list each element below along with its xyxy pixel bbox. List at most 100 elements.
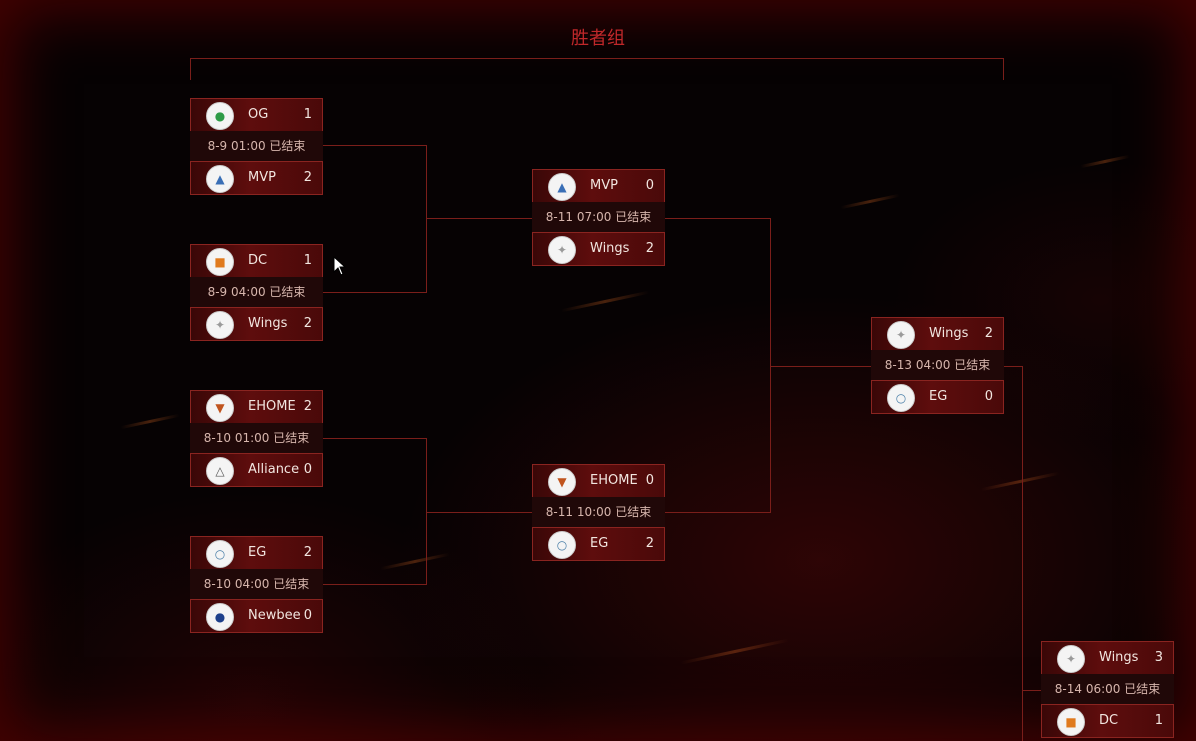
match-card[interactable]: ▲ MVP 0 8-11 07:00 已结束 ✦ Wings 2 (532, 169, 665, 266)
team-name: Newbee (248, 608, 301, 623)
team-name: Wings (590, 241, 630, 256)
team-score: 0 (645, 473, 654, 488)
team-name: Alliance (248, 462, 300, 477)
eg-logo-icon: ○ (548, 531, 576, 559)
connector-line (770, 218, 771, 513)
team-row[interactable]: ▼ EHOME 0 (532, 464, 665, 498)
match-card[interactable]: ▼ EHOME 0 8-11 10:00 已结束 ○ EG 2 (532, 464, 665, 561)
match-card[interactable]: ▼ EHOME 2 8-10 01:00 已结束 △ Alliance 0 (190, 390, 323, 487)
team-score: 0 (303, 462, 312, 477)
eg-logo-icon: ○ (887, 384, 915, 412)
match-status: 8-13 04:00 已结束 (871, 350, 1004, 380)
connector-line (323, 292, 427, 293)
team-row[interactable]: ○ EG 0 (871, 380, 1004, 414)
eg-logo-icon: ○ (206, 540, 234, 568)
team-row[interactable]: ✦ Wings 2 (532, 232, 665, 266)
team-score: 2 (303, 170, 312, 185)
match-status: 8-10 04:00 已结束 (190, 569, 323, 599)
team-row[interactable]: ■ DC 1 (1041, 704, 1174, 738)
team-name: MVP (590, 178, 618, 193)
team-row[interactable]: ▲ MVP 2 (190, 161, 323, 195)
match-card[interactable]: ■ DC 1 8-9 04:00 已结束 ✦ Wings 2 (190, 244, 323, 341)
connector-line (665, 512, 771, 513)
team-name: EG (929, 389, 948, 404)
team-name: OG (248, 107, 269, 122)
team-row[interactable]: ▲ MVP 0 (532, 169, 665, 203)
dc-logo-icon: ■ (206, 248, 234, 276)
team-row[interactable]: ✦ Wings 3 (1041, 641, 1174, 675)
match-status: 8-10 01:00 已结束 (190, 423, 323, 453)
team-name: MVP (248, 170, 276, 185)
team-name: Wings (929, 326, 969, 341)
dc-logo-icon: ■ (1057, 708, 1085, 736)
team-name: DC (1099, 713, 1119, 728)
team-score: 2 (303, 316, 312, 331)
team-score: 0 (645, 178, 654, 193)
connector-line (770, 366, 872, 367)
team-score: 2 (303, 545, 312, 560)
team-score: 1 (303, 107, 312, 122)
wings-logo-icon: ✦ (1057, 645, 1085, 673)
bracket-title: 胜者组 (571, 28, 625, 49)
match-card[interactable]: ○ EG 2 8-10 04:00 已结束 ● Newbee 0 (190, 536, 323, 633)
og-logo-icon: ● (206, 102, 234, 130)
wings-logo-icon: ✦ (887, 321, 915, 349)
ehome-logo-icon: ▼ (206, 394, 234, 422)
team-row[interactable]: ○ EG 2 (190, 536, 323, 570)
bracket-frame-left (190, 58, 191, 80)
team-name: EHOME (248, 399, 296, 414)
team-score: 2 (303, 399, 312, 414)
newbee-logo-icon: ● (206, 603, 234, 631)
team-score: 0 (303, 608, 312, 623)
bracket-frame-right (1003, 58, 1004, 80)
mvp-logo-icon: ▲ (548, 173, 576, 201)
team-row[interactable]: ● OG 1 (190, 98, 323, 132)
team-row[interactable]: ○ EG 2 (532, 527, 665, 561)
connector-line (426, 438, 427, 585)
team-score: 2 (645, 241, 654, 256)
connector-line (1004, 366, 1023, 367)
team-row[interactable]: ▼ EHOME 2 (190, 390, 323, 424)
match-status: 8-11 10:00 已结束 (532, 497, 665, 527)
connector-line (1022, 366, 1023, 741)
team-score: 2 (645, 536, 654, 551)
team-name: EG (248, 545, 267, 560)
team-row[interactable]: ✦ Wings 2 (190, 307, 323, 341)
team-row[interactable]: ✦ Wings 2 (871, 317, 1004, 351)
match-card[interactable]: ✦ Wings 3 8-14 06:00 已结束 ■ DC 1 (1041, 641, 1174, 738)
connector-line (323, 584, 427, 585)
team-row[interactable]: △ Alliance 0 (190, 453, 323, 487)
match-card[interactable]: ✦ Wings 2 8-13 04:00 已结束 ○ EG 0 (871, 317, 1004, 414)
connector-line (426, 218, 533, 219)
team-row[interactable]: ● Newbee 0 (190, 599, 323, 633)
team-row[interactable]: ■ DC 1 (190, 244, 323, 278)
connector-line (665, 218, 771, 219)
match-status: 8-11 07:00 已结束 (532, 202, 665, 232)
match-status: 8-9 04:00 已结束 (190, 277, 323, 307)
match-status: 8-9 01:00 已结束 (190, 131, 323, 161)
team-score: 0 (984, 389, 993, 404)
team-score: 1 (1154, 713, 1163, 728)
team-score: 3 (1154, 650, 1163, 665)
match-status: 8-14 06:00 已结束 (1041, 674, 1174, 704)
match-card[interactable]: ● OG 1 8-9 01:00 已结束 ▲ MVP 2 (190, 98, 323, 195)
team-score: 1 (303, 253, 312, 268)
team-name: Wings (248, 316, 288, 331)
mouse-cursor-icon (333, 256, 347, 276)
wings-logo-icon: ✦ (548, 236, 576, 264)
connector-line (426, 512, 533, 513)
team-score: 2 (984, 326, 993, 341)
connector-line (323, 438, 427, 439)
alliance-logo-icon: △ (206, 457, 234, 485)
team-name: EHOME (590, 473, 638, 488)
connector-line (323, 145, 427, 146)
mvp-logo-icon: ▲ (206, 165, 234, 193)
wings-logo-icon: ✦ (206, 311, 234, 339)
connector-line (426, 145, 427, 293)
team-name: DC (248, 253, 268, 268)
connector-line (1022, 690, 1042, 691)
team-name: Wings (1099, 650, 1139, 665)
team-name: EG (590, 536, 609, 551)
bracket-frame-top (190, 58, 1004, 59)
